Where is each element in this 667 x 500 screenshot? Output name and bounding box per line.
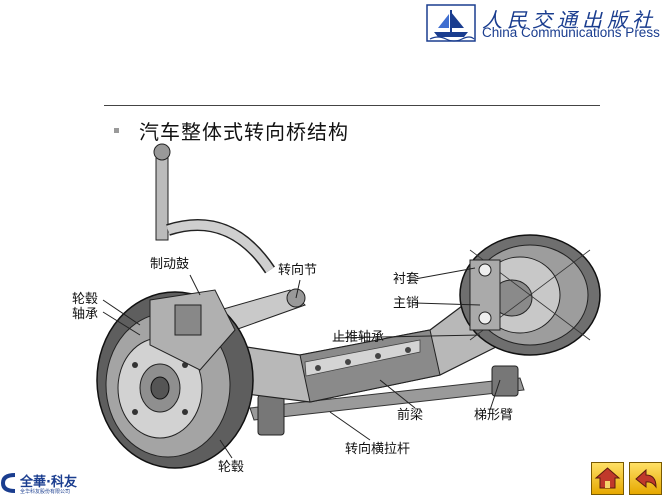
label-kingpin: 主销	[393, 296, 420, 311]
label-hub-bearing-1: 轮毂	[72, 292, 99, 307]
label-hub-bearing-2: 轴承	[72, 307, 99, 322]
home-icon	[594, 467, 621, 489]
label-bushing: 衬套	[393, 272, 420, 287]
footer-logo-subtext: 全华科友股份有限公司	[20, 489, 71, 495]
label-brake-drum: 制动鼓	[150, 257, 190, 272]
leader-lines	[102, 267, 501, 459]
tie-rod	[249, 365, 525, 436]
header-divider	[104, 105, 600, 106]
label-tie-rod: 转向横拉杆	[345, 442, 411, 457]
label-front-beam: 前梁	[397, 408, 424, 423]
slide-title-row: 汽车整体式转向桥结构	[114, 116, 349, 145]
footer-logo-icon	[1, 473, 16, 493]
footer-logo-text: 全華·科友	[20, 475, 77, 490]
publisher-logo-icon	[426, 4, 476, 42]
label-thrust-bearing: 止推轴承	[332, 330, 385, 345]
publisher-name-en: China Communications Press	[482, 25, 660, 40]
slide-title: 汽车整体式转向桥结构	[139, 120, 349, 144]
steering-axle-diagram	[96, 143, 601, 469]
label-hub: 轮毂	[218, 460, 245, 475]
back-button[interactable]	[629, 462, 662, 495]
label-steering-knuckle: 转向节	[278, 263, 318, 278]
right-kingpin	[469, 259, 501, 331]
back-arrow-icon	[635, 468, 657, 489]
publisher-header: 人民交通出版社 China Communications Press	[426, 4, 666, 44]
label-trapezoid-arm: 梯形臂	[474, 408, 514, 423]
bullet-icon	[114, 128, 119, 133]
publisher-name-cn: 人民交通出版社	[482, 8, 657, 32]
home-button[interactable]	[591, 462, 624, 495]
left-brake-drum	[149, 289, 236, 371]
front-beam	[199, 299, 511, 403]
footer-logo: 全華·科友 全华科友股份有限公司	[0, 468, 110, 500]
steering-drag-link	[153, 143, 275, 274]
